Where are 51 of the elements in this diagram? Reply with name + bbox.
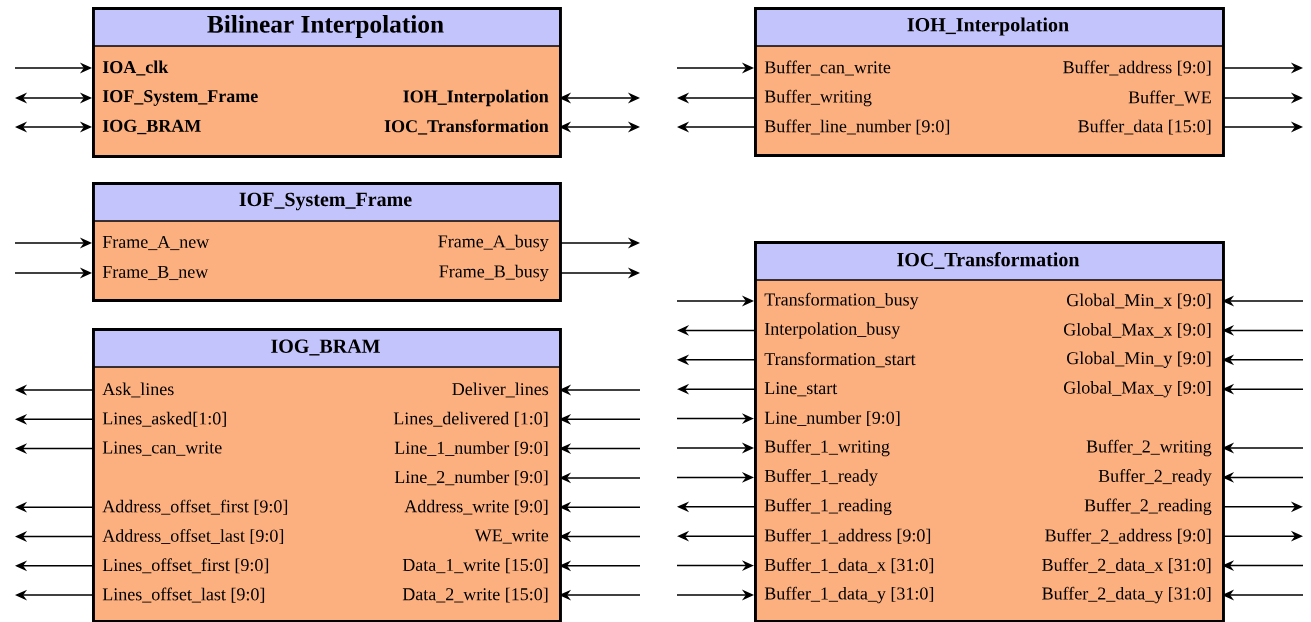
port-label: Buffer_data [15:0] <box>1078 119 1211 135</box>
port-label: Buffer_1_data_y [31:0] <box>764 586 934 604</box>
port-label: Global_Min_y [9:0] <box>1067 351 1211 368</box>
port-label: Buffer_line_number [9:0] <box>764 119 950 135</box>
port-label: Lines_offset_first [9:0] <box>102 558 269 574</box>
port-label: Address_offset_last [9:0] <box>102 528 284 545</box>
port-label: Buffer_1_writing <box>764 439 890 457</box>
port-label: Address_offset_first [9:0] <box>102 499 288 515</box>
port-label: Lines_asked[1:0] <box>102 411 226 427</box>
port-label: Global_Max_x [9:0] <box>1064 322 1211 338</box>
port-label: Global_Max_y [9:0] <box>1064 381 1211 398</box>
port-label: Data_1_write [15:0] <box>402 558 548 574</box>
port-label: Buffer_1_reading <box>764 498 892 516</box>
port-label: Transformation_busy <box>764 292 919 310</box>
port-label: Buffer_2_reading <box>1084 498 1212 516</box>
port-label: Frame_B_new <box>102 265 209 281</box>
port-label: Buffer_2_writing <box>1086 439 1212 457</box>
port-label: IOH_Interpolation <box>403 89 549 107</box>
port-label: Line_2_number [9:0] <box>394 470 548 486</box>
port-label: IOF_System_Frame <box>102 90 258 106</box>
port-label: Line_number [9:0] <box>764 411 900 427</box>
port-label: IOC_Transformation <box>384 119 549 135</box>
port-label: Buffer_WE <box>1128 90 1211 106</box>
port-label: Buffer_1_data_x [31:0] <box>764 558 934 574</box>
port-label: Ask_lines <box>102 382 174 398</box>
port-label: Buffer_1_ready <box>764 469 878 486</box>
port-label: Frame_A_busy <box>438 234 549 252</box>
port-label: Global_Min_x [9:0] <box>1067 293 1211 309</box>
port-label: Data_2_write [15:0] <box>402 587 548 603</box>
port-label: Lines_can_write <box>102 441 222 456</box>
port-label: Buffer_can_write <box>764 60 891 76</box>
port-label: Buffer_2_data_x [31:0] <box>1042 558 1211 574</box>
port-label: Transformation_start <box>764 352 916 368</box>
port-label: Line_1_number [9:0] <box>394 441 548 457</box>
port-label: Buffer_2_data_y [31:0] <box>1042 586 1211 604</box>
port-label: Interpolation_busy <box>764 322 901 339</box>
port-label: Frame_B_busy <box>439 264 549 282</box>
port-label: Buffer_2_ready <box>1098 469 1212 486</box>
port-label: Deliver_lines <box>452 382 549 398</box>
port-label: Lines_offset_last [9:0] <box>102 587 265 603</box>
port-label: Buffer_address [9:0] <box>1063 60 1211 76</box>
port-label: Line_start <box>764 382 838 397</box>
port-label: IOA_clk <box>102 60 169 76</box>
port-label: IOG_BRAM <box>102 119 201 135</box>
port-label: Buffer_2_address [9:0] <box>1045 528 1211 544</box>
port-label: Address_write [9:0] <box>404 499 548 515</box>
port-label: WE_write <box>474 529 549 544</box>
port-label: Frame_A_new <box>102 235 210 251</box>
port-label: Buffer_1_address [9:0] <box>764 528 931 544</box>
port-label: Buffer_writing <box>764 89 872 107</box>
port-label: Lines_delivered [1:0] <box>393 411 548 427</box>
